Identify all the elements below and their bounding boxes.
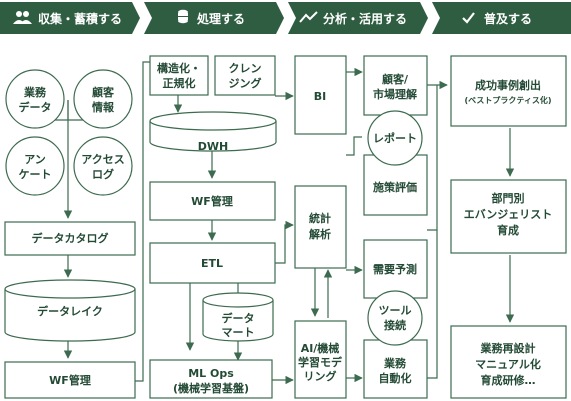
node-dwh: DWH bbox=[149, 111, 277, 153]
svg-text:需要予測: 需要予測 bbox=[373, 262, 417, 276]
svg-text:ケート: ケート bbox=[19, 168, 52, 181]
svg-text:ジング: ジング bbox=[229, 76, 262, 90]
svg-text:(機械学習基盤): (機械学習基盤) bbox=[173, 381, 249, 395]
node-wf-manage-collect: WF管理 bbox=[4, 361, 136, 399]
stage-label-spread: 普及する bbox=[484, 11, 532, 26]
svg-text:施策評価: 施策評価 bbox=[373, 180, 417, 194]
svg-text:顧客: 顧客 bbox=[92, 85, 115, 99]
svg-text:AI/機械: AI/機械 bbox=[301, 341, 340, 355]
stage-label-collect: 収集・蓄積する bbox=[38, 11, 122, 26]
node-tool-connect: ツール 接続 bbox=[367, 290, 423, 346]
node-bi: BI bbox=[294, 55, 347, 135]
svg-text:学習モデ: 学習モデ bbox=[298, 355, 343, 369]
svg-text:クレン: クレン bbox=[229, 62, 262, 75]
node-ai-ml: AI/機械 学習モデ リング bbox=[294, 320, 347, 399]
stage-label-process: 処理する bbox=[196, 11, 245, 26]
svg-text:アン: アン bbox=[24, 153, 46, 166]
svg-text:WF管理: WF管理 bbox=[191, 194, 233, 208]
svg-text:育成: 育成 bbox=[497, 223, 519, 237]
node-data-lake: データレイク bbox=[4, 279, 136, 342]
trend-chart-icon bbox=[299, 11, 318, 23]
svg-text:マニュアル化: マニュアル化 bbox=[475, 357, 541, 371]
node-success-cases: 成功事例創出 (ベストプラクティス化) bbox=[450, 55, 567, 127]
svg-text:成功事例創出: 成功事例創出 bbox=[475, 78, 541, 92]
svg-text:マート: マート bbox=[222, 326, 255, 339]
svg-text:業務再設計: 業務再設計 bbox=[480, 341, 536, 355]
node-cleansing: クレン ジング bbox=[214, 55, 276, 96]
node-access-log: アクセス ログ bbox=[73, 136, 133, 196]
svg-text:アクセス: アクセス bbox=[81, 153, 124, 166]
svg-text:自動化: 自動化 bbox=[379, 371, 412, 385]
svg-text:統計: 統計 bbox=[309, 211, 331, 225]
stage-header-collect: 収集・蓄積する bbox=[0, 2, 140, 34]
svg-text:レポート: レポート bbox=[373, 131, 417, 145]
node-customer-info: 顧客 情報 bbox=[73, 69, 133, 129]
people-icon bbox=[13, 11, 32, 24]
node-evangelist: 部門別 エバンジェリスト 育成 bbox=[450, 179, 567, 254]
node-data-mart: データ マート bbox=[202, 292, 274, 342]
svg-text:データカタログ: データカタログ bbox=[32, 231, 109, 245]
svg-text:市場理解: 市場理解 bbox=[373, 87, 417, 101]
svg-text:BI: BI bbox=[314, 90, 326, 103]
svg-text:ログ: ログ bbox=[92, 167, 114, 181]
svg-text:接続: 接続 bbox=[384, 318, 406, 332]
database-icon bbox=[178, 9, 188, 24]
node-statistics: 統計 解析 bbox=[294, 185, 347, 269]
svg-text:データ: データ bbox=[19, 100, 52, 114]
node-survey: アン ケート bbox=[5, 136, 65, 196]
stage-header-process: 処理する bbox=[144, 2, 284, 34]
svg-text:情報: 情報 bbox=[92, 100, 115, 114]
svg-text:業務: 業務 bbox=[383, 356, 407, 370]
svg-text:顧客/: 顧客/ bbox=[382, 72, 409, 86]
node-mlops: ML Ops (機械学習基盤) bbox=[149, 359, 273, 399]
node-structuring: 構造化・ 正規化 bbox=[149, 55, 209, 96]
check-icon bbox=[462, 12, 475, 24]
svg-text:WF管理: WF管理 bbox=[49, 373, 91, 387]
node-wf-manage-process: WF管理 bbox=[149, 181, 276, 221]
node-demand-forecast: 需要予測 bbox=[363, 239, 428, 299]
svg-text:部門別: 部門別 bbox=[492, 191, 525, 205]
svg-text:データレイク: データレイク bbox=[37, 304, 103, 318]
node-etl: ETL bbox=[149, 242, 276, 284]
node-data-catalog: データカタログ bbox=[4, 221, 136, 256]
svg-text:ML Ops: ML Ops bbox=[188, 367, 234, 380]
node-business-data: 業務 データ bbox=[5, 69, 65, 129]
stage-label-analyze: 分析・活用する bbox=[323, 11, 407, 26]
svg-text:ツール: ツール bbox=[379, 304, 412, 317]
node-report: レポート bbox=[367, 110, 423, 166]
node-customer-market: 顧客/ 市場理解 bbox=[363, 55, 428, 116]
node-redesign: 業務再設計 マニュアル化 育成研修… bbox=[450, 325, 567, 399]
svg-text:ETL: ETL bbox=[201, 257, 223, 270]
svg-text:業務: 業務 bbox=[23, 85, 47, 99]
node-automation: 業務 自動化 bbox=[363, 339, 428, 399]
svg-text:(ベストプラクティス化): (ベストプラクティス化) bbox=[465, 95, 552, 105]
stage-header-spread: 普及する bbox=[432, 2, 571, 34]
svg-text:リング: リング bbox=[304, 369, 337, 383]
svg-text:解析: 解析 bbox=[309, 227, 331, 241]
svg-text:構造化・: 構造化・ bbox=[157, 61, 201, 75]
svg-text:データ: データ bbox=[222, 311, 255, 325]
connectors bbox=[39, 61, 515, 385]
stage-header-analyze: 分析・活用する bbox=[288, 2, 428, 34]
svg-text:育成研修…: 育成研修… bbox=[481, 373, 536, 387]
svg-text:DWH: DWH bbox=[198, 140, 228, 153]
svg-text:正規化: 正規化 bbox=[163, 76, 196, 90]
svg-text:エバンジェリスト: エバンジェリスト bbox=[464, 208, 553, 221]
